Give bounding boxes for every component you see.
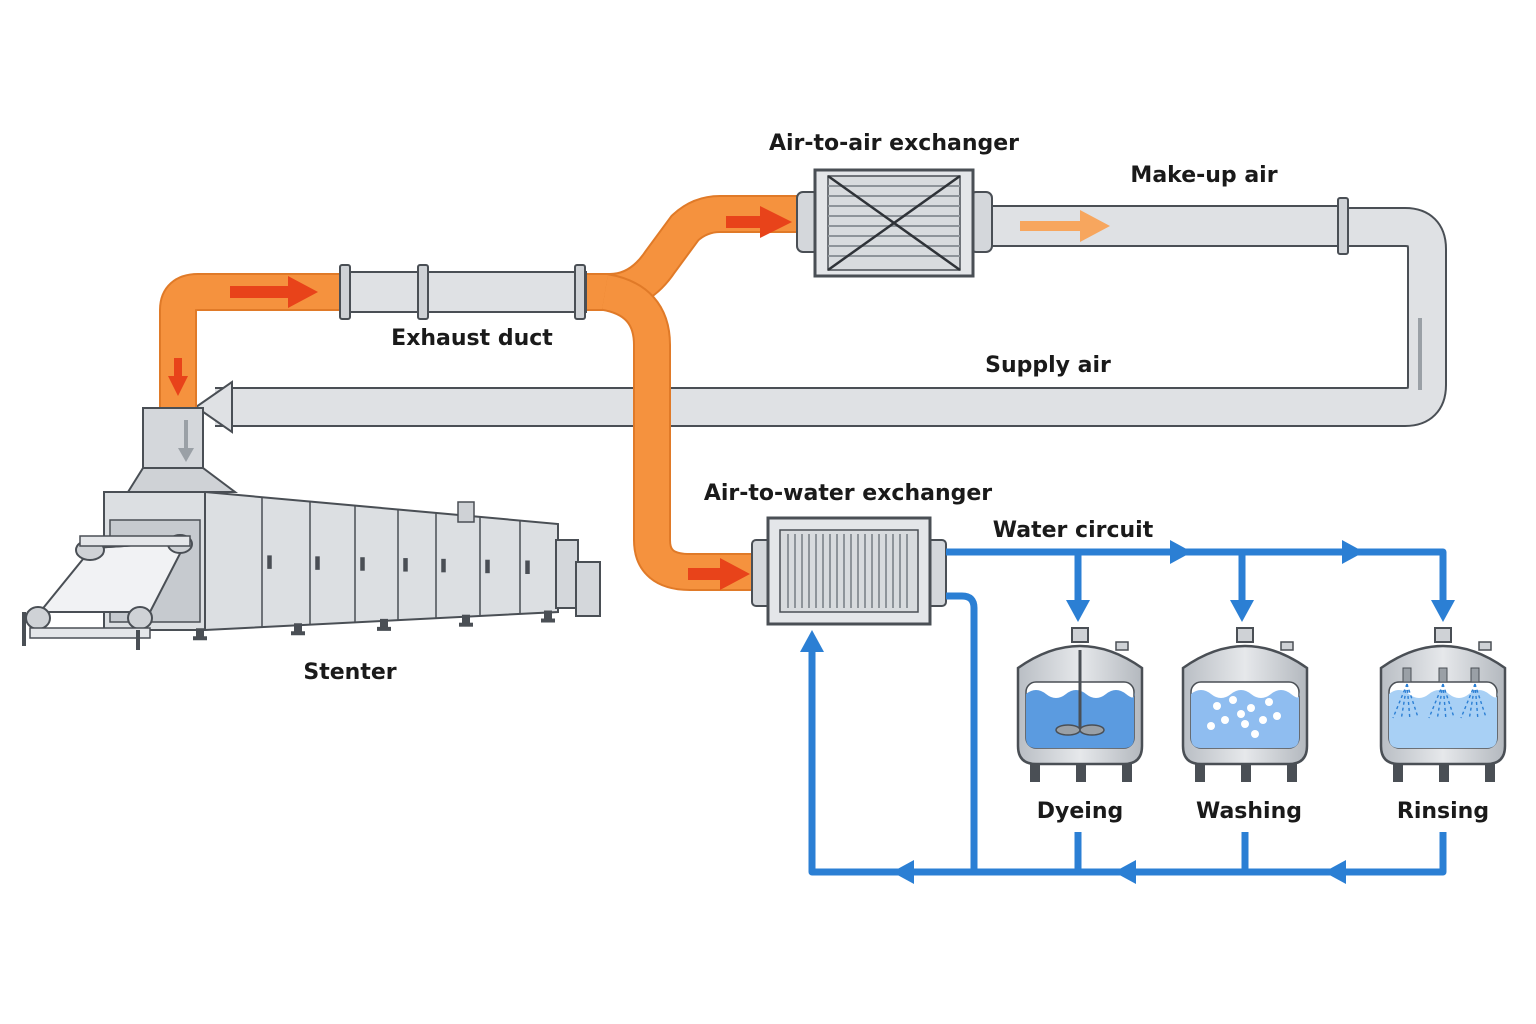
stenter-machine [22,407,601,650]
exhaust-duct [339,264,587,320]
supply-air-duct [194,207,1447,434]
make-up-air-duct [974,197,1349,255]
stenter-label: Stenter [303,660,396,685]
washing-label: Washing [1196,799,1302,824]
water-flow-arrows [800,540,1455,884]
supply-air-label: Supply air [985,353,1111,378]
exhaust-duct-label: Exhaust duct [391,326,553,351]
air-to-water-exchanger [751,516,947,626]
dyeing-label: Dyeing [1037,799,1123,824]
rinsing-label: Rinsing [1397,799,1489,824]
washing-tank [1181,627,1309,782]
air-to-air-exchanger [796,168,993,278]
make-up-air-label: Make-up air [1130,163,1277,188]
air-to-water-exchanger-label: Air-to-water exchanger [704,481,992,506]
water-circuit-label: Water circuit [993,518,1154,543]
hot-exhaust-path [159,195,800,591]
hot-flow-arrows [168,206,792,590]
air-to-air-exchanger-label: Air-to-air exchanger [769,131,1019,156]
dyeing-tank [1016,627,1144,782]
rinsing-tank [1379,627,1507,782]
